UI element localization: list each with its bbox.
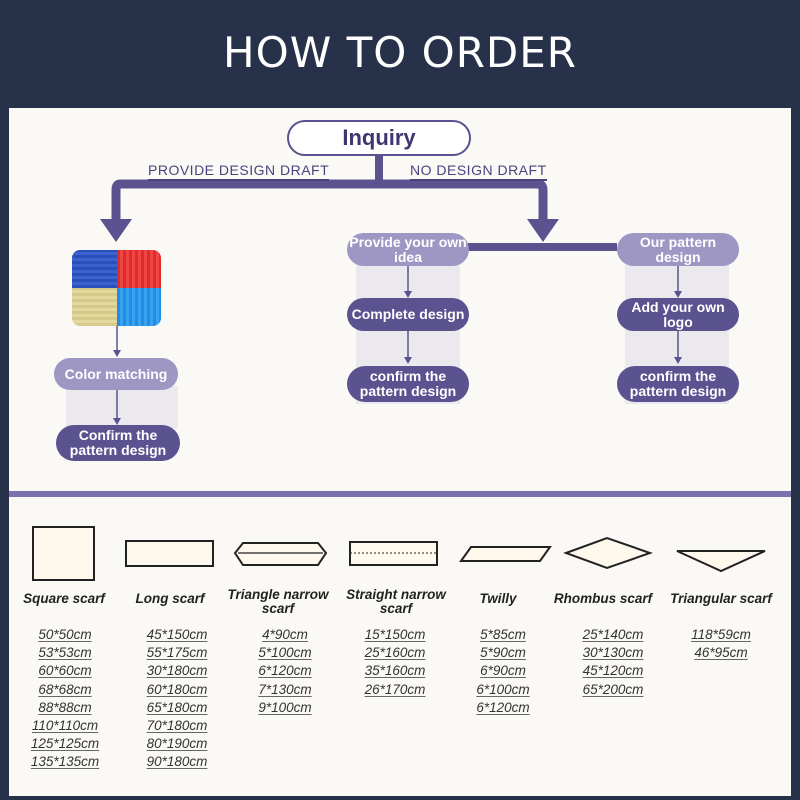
triangular-scarf-sizes: 118*59cm 46*95cm — [676, 628, 766, 664]
straight-narrow-scarf-name: Straight narrow scarf — [346, 587, 446, 616]
size-item: 50*50cm — [38, 627, 92, 642]
size-item: 55*175cm — [146, 645, 208, 661]
left-branch-line — [111, 179, 379, 222]
swatch-light-blue — [116, 288, 161, 326]
size-item: 6*120cm — [258, 663, 312, 679]
size-item: 5*85cm — [480, 627, 526, 642]
right-confirm-step: confirm the pattern design — [617, 366, 739, 402]
size-item: 125*125cm — [30, 736, 100, 752]
triangular-scarf-icon — [676, 550, 766, 573]
size-item: 65*200cm — [582, 681, 644, 697]
triangular-scarf-name: Triangular scarf — [670, 591, 772, 606]
square-scarf-icon — [32, 526, 95, 581]
size-item: 6*100cm — [476, 681, 530, 697]
triangle-narrow-scarf-icon — [233, 542, 328, 566]
middle-confirm-step: confirm the pattern design — [347, 366, 469, 402]
left-column-shade — [66, 386, 178, 428]
size-item: 7*130cm — [258, 681, 312, 697]
straight-narrow-scarf-sizes: 15*150cm 25*160cm 35*160cm 26*170cm — [350, 628, 440, 701]
size-item: 60*180cm — [146, 681, 208, 697]
size-item: 26*170cm — [364, 681, 426, 697]
size-item: 25*160cm — [364, 645, 426, 661]
right-branch-line — [379, 179, 548, 222]
right-branch-arrowhead — [527, 219, 559, 242]
size-item: 53*53cm — [38, 645, 92, 661]
provide-design-draft-label: PROVIDE DESIGN DRAFT — [148, 162, 330, 181]
twilly-sizes: 5*85cm 5*90cm 6*90cm 6*100cm 6*120cm — [458, 628, 548, 719]
size-item: 45*120cm — [582, 663, 644, 679]
size-item: 45*150cm — [146, 627, 208, 642]
step-arrows — [113, 266, 682, 425]
page-title: HOW TO ORDER — [223, 28, 577, 77]
twilly-icon — [459, 546, 552, 562]
size-item: 90*180cm — [146, 754, 208, 770]
swatch-blue — [72, 250, 117, 288]
size-item: 15*150cm — [364, 627, 426, 642]
size-item: 80*190cm — [146, 736, 208, 752]
size-item: 110*110cm — [31, 717, 99, 733]
square-scarf-name: Square scarf — [23, 591, 105, 606]
swatch-red — [116, 250, 161, 288]
swatch-beige — [72, 288, 117, 326]
size-item: 135*135cm — [30, 754, 100, 770]
header-bar: HOW TO ORDER — [0, 0, 800, 108]
color-swatch-image — [72, 250, 161, 326]
size-item: 88*88cm — [38, 699, 92, 715]
size-item: 60*60cm — [38, 663, 92, 679]
size-item: 6*90cm — [480, 663, 526, 679]
twilly-name: Twilly — [479, 591, 517, 606]
size-item: 30*180cm — [146, 663, 208, 679]
size-item: 46*95cm — [694, 645, 748, 661]
square-scarf-sizes: 50*50cm 53*53cm 60*60cm 68*68cm 88*88cm … — [20, 628, 110, 774]
rhombus-scarf-sizes: 25*140cm 30*130cm 45*120cm 65*200cm — [568, 628, 658, 701]
size-item: 5*90cm — [480, 645, 526, 661]
complete-design-step: Complete design — [347, 298, 469, 331]
section-divider — [9, 491, 791, 497]
main-branch-lines — [111, 156, 617, 251]
left-confirm-step: Confirm the pattern design — [56, 425, 180, 461]
left-branch-arrowhead — [100, 219, 132, 242]
size-item: 6*120cm — [476, 699, 530, 715]
size-item: 25*140cm — [582, 627, 644, 642]
size-item: 70*180cm — [146, 717, 208, 733]
inquiry-box: Inquiry — [287, 120, 471, 156]
size-item: 9*100cm — [258, 699, 312, 715]
size-item: 65*180cm — [146, 699, 208, 715]
no-design-draft-label: NO DESIGN DRAFT — [410, 162, 547, 181]
add-logo-step: Add your own logo — [617, 298, 739, 331]
size-item: 35*160cm — [364, 663, 426, 679]
size-item: 30*130cm — [582, 645, 644, 661]
provide-idea-step: Provide your own idea — [347, 233, 469, 266]
our-pattern-step: Our pattern design — [617, 233, 739, 266]
rhombus-scarf-icon — [563, 536, 654, 570]
size-item: 118*59cm — [691, 627, 751, 642]
long-scarf-name: Long scarf — [135, 591, 205, 606]
rhombus-scarf-name: Rhombus scarf — [553, 591, 653, 606]
triangle-narrow-scarf-sizes: 4*90cm 5*100cm 6*120cm 7*130cm 9*100cm — [240, 628, 330, 719]
color-matching-step: Color matching — [54, 358, 178, 390]
size-item: 68*68cm — [38, 681, 92, 697]
long-scarf-sizes: 45*150cm 55*175cm 30*180cm 60*180cm 65*1… — [132, 628, 222, 774]
size-item: 4*90cm — [262, 627, 308, 642]
long-scarf-icon — [125, 540, 214, 567]
triangle-narrow-scarf-name: Triangle narrow scarf — [227, 587, 329, 616]
size-item: 5*100cm — [258, 645, 312, 661]
